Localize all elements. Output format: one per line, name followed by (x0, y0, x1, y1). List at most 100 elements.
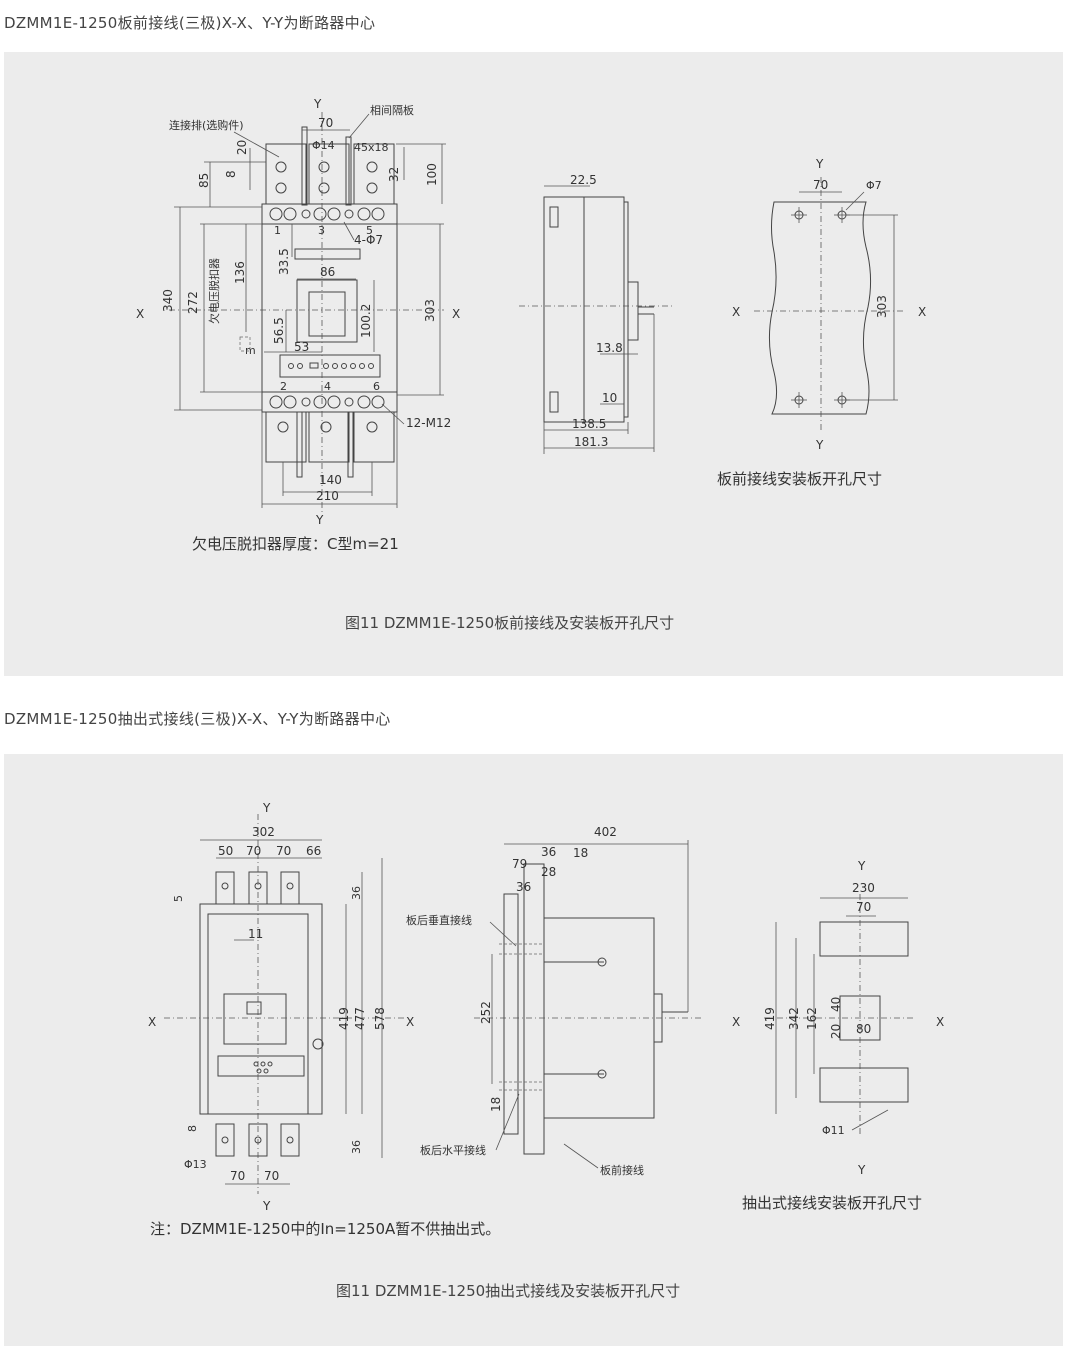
dim-70-a: 70 (246, 844, 261, 858)
y-label-top-2: Y (262, 801, 271, 815)
dim-66: 66 (306, 844, 321, 858)
dim-panel-70-2: 70 (856, 900, 871, 914)
handle-window-2 (223, 993, 287, 1045)
dim-28: 28 (541, 865, 556, 879)
panel-caption-1: 板前接线安装板开孔尺寸 (717, 470, 882, 488)
section2-drawing: Y Y X X 302 50 70 70 66 5 36 11 419 477 … (148, 801, 944, 1300)
label-4-holes: 4-Φ7 (354, 233, 383, 247)
busbar-top-2 (308, 143, 350, 205)
x-label-left-2: X (148, 1015, 156, 1029)
label-undervoltage: 欠电压脱扣器 (207, 258, 221, 324)
dim-18: 18 (573, 846, 588, 860)
label-rear-horizontal: 板后水平接线 (420, 1143, 486, 1157)
dim-36-a: 36 (541, 845, 556, 859)
label-front-wiring: 板前接线 (600, 1163, 644, 1177)
busbar-bottom-3 (353, 411, 395, 463)
dim-340: 340 (161, 289, 175, 312)
panel2-y-bottom: Y (857, 1163, 866, 1177)
dim-40: 40 (829, 997, 843, 1012)
front-view-1: 1 3 5 2 4 6 Y Y X X (136, 97, 460, 527)
dim-36-top: 36 (350, 886, 363, 900)
terminal-5: 5 (366, 224, 373, 237)
dim-20-2: 20 (829, 1024, 843, 1039)
x-label-right: X (452, 307, 460, 321)
dim-578: 578 (373, 1007, 387, 1030)
indicator-panel (279, 354, 381, 378)
dim-56-5: 56.5 (272, 317, 286, 344)
dim-477: 477 (353, 1007, 367, 1030)
note-undervoltage: 欠电压脱扣器厚度：C型m=21 (192, 535, 399, 553)
dim-272: 272 (186, 291, 200, 314)
dim-136: 136 (233, 261, 247, 284)
dim-11: 11 (248, 927, 263, 941)
section2-drawing-panel: Y Y X X 302 50 70 70 66 5 36 11 419 477 … (4, 754, 1063, 1346)
y-label-bottom: Y (315, 513, 324, 527)
dim-20: 20 (235, 140, 249, 155)
dim-33-5: 33.5 (277, 248, 291, 275)
label-slot: 45x18 (354, 141, 389, 154)
dim-85: 85 (197, 173, 211, 188)
dim-80: 80 (856, 1022, 871, 1036)
dim-230: 230 (852, 881, 875, 895)
x-label-right-2: X (406, 1015, 414, 1029)
dim-162: 162 (805, 1007, 819, 1030)
dim-panel-70: 70 (813, 178, 828, 192)
dim-13-8: 13.8 (596, 341, 623, 355)
panel-x-right: X (918, 305, 926, 319)
label-phi13: Φ13 (184, 1158, 207, 1171)
section1-drawing: 1 3 5 2 4 6 Y Y X X (136, 97, 926, 632)
dim-402: 402 (594, 825, 617, 839)
label-busbar: 连接排(选购件) (169, 118, 244, 132)
dim-210: 210 (316, 489, 339, 503)
dim-5: 5 (172, 895, 185, 902)
dim-100: 100 (425, 163, 439, 186)
panel2-x-right: X (936, 1015, 944, 1029)
figure-caption-1: 图11 DZMM1E-1250板前接线及安装板开孔尺寸 (345, 614, 674, 632)
panel2-y-top: Y (857, 859, 866, 873)
x-label-left: X (136, 307, 144, 321)
dim-302: 302 (252, 825, 275, 839)
terminal-4: 4 (324, 380, 331, 393)
dim-50: 50 (218, 844, 233, 858)
dim-79: 79 (512, 857, 527, 871)
mounting-panel-1: 70 Φ7 303 Y Y X X 板前接线安装板开孔尺寸 (717, 157, 926, 488)
terminal-3: 3 (318, 224, 325, 237)
dim-419: 419 (337, 1007, 351, 1030)
dim-100-2: 100.2 (359, 304, 373, 338)
label-12-holes: 12-M12 (406, 416, 451, 430)
dim-8: 8 (224, 170, 238, 178)
label-phi7: Φ7 (866, 179, 882, 192)
busbar-bottom-1 (265, 411, 307, 463)
dim-303: 303 (423, 299, 437, 322)
dim-10: 10 (602, 391, 617, 405)
label-phi14: Φ14 (312, 139, 335, 152)
side-view-2: 402 79 36 18 28 36 252 18 板后垂直接线 板后水平接线 … (406, 825, 704, 1177)
dim-342: 342 (787, 1007, 801, 1030)
dim-32: 32 (387, 167, 401, 182)
note-drawout: 注：DZMM1E-1250中的In=1250A暂不供抽出式。 (150, 1220, 500, 1238)
dim-70: 70 (318, 116, 333, 130)
handle-window (296, 279, 358, 343)
dim-53: 53 (294, 340, 309, 354)
y-label-top: Y (313, 97, 322, 111)
dim-181-3: 181.3 (574, 435, 608, 449)
panel-x-left: X (732, 305, 740, 319)
terminal-2: 2 (280, 380, 287, 393)
dim-138-5: 138.5 (572, 417, 606, 431)
dim-70-d: 70 (264, 1169, 279, 1183)
panel2-x-left: X (732, 1015, 740, 1029)
section1-heading: DZMM1E-1250板前接线(三极)X-X、Y-Y为断路器中心 (4, 14, 376, 32)
label-barrier: 相间隔板 (370, 103, 414, 117)
dim-panel-303: 303 (875, 295, 889, 318)
busbar-bottom-2 (308, 411, 350, 463)
dim-36-bottom: 36 (350, 1140, 363, 1154)
dim-70-c: 70 (230, 1169, 245, 1183)
dim-18-b: 18 (489, 1097, 503, 1112)
terminal-1: 1 (274, 224, 281, 237)
panel-y-bottom: Y (815, 438, 824, 452)
label-rear-vertical: 板后垂直接线 (406, 913, 472, 927)
dim-36-b: 36 (516, 880, 531, 894)
label-phi11: Φ11 (822, 1124, 845, 1137)
label-m: m (245, 344, 256, 357)
panel-y-top: Y (815, 157, 824, 171)
